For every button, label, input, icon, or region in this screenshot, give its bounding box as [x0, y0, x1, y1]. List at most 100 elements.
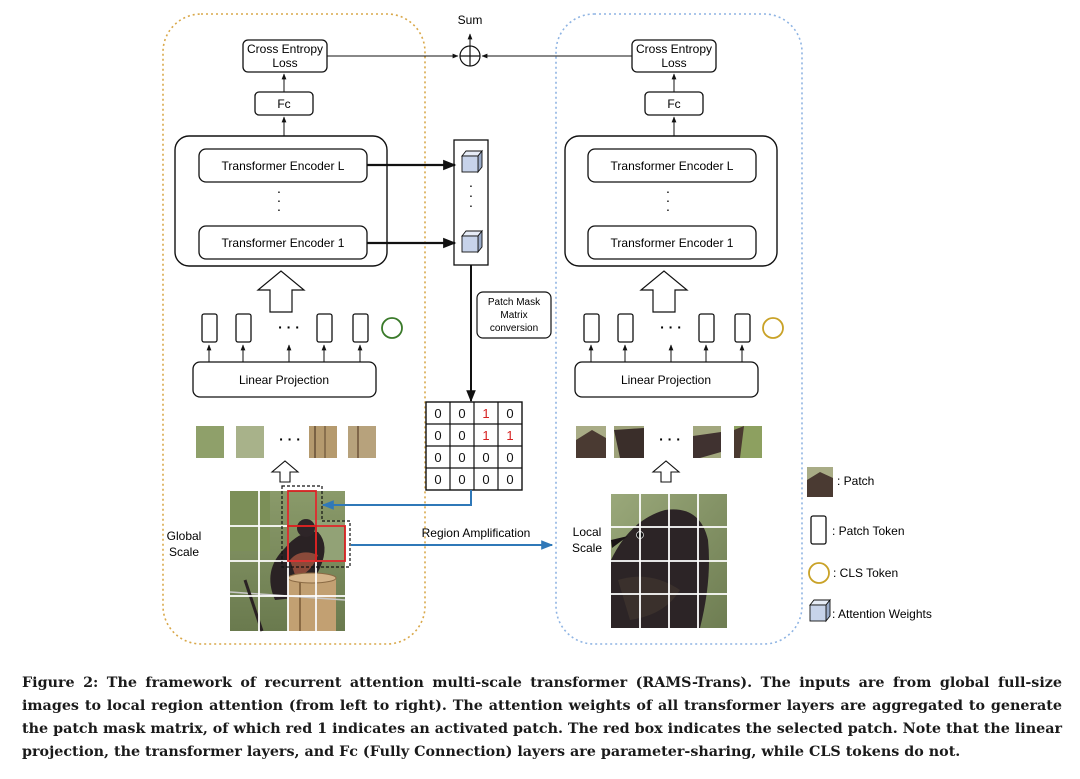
patch-token [316, 313, 333, 343]
local-encoder-1 [587, 225, 757, 260]
local-scale-label-1: Local [573, 525, 602, 539]
local-branch-frame [555, 13, 803, 645]
local-token-dots: · · · [660, 319, 682, 335]
mask-cell-value: 0 [506, 450, 513, 465]
svg-text:·: · [666, 192, 671, 208]
legend-patch-token-label: : Patch Token [832, 524, 905, 538]
global-image-up-arrow [270, 460, 300, 483]
patch-token [698, 313, 715, 343]
sum-label: Sum [458, 13, 483, 27]
svg-text:·: · [666, 201, 671, 217]
patch-token [734, 313, 751, 343]
patch-token [583, 313, 600, 343]
mask-cell-value: 0 [434, 406, 441, 421]
patch-thumbnail [309, 426, 337, 458]
global-patch-row [196, 426, 376, 458]
local-scale-label-2: Scale [572, 541, 602, 555]
patch-thumbnail [196, 426, 224, 458]
global-cls-token [381, 317, 403, 339]
legend-patch-label: : Patch [837, 474, 874, 488]
local-loss-line2: Loss [661, 56, 686, 70]
local-patch-row [576, 426, 762, 458]
local-projection-arrows [588, 344, 745, 362]
conversion-line3: conversion [490, 323, 538, 334]
mask-cell-value: 0 [458, 428, 465, 443]
mask-cell-value: 0 [482, 450, 489, 465]
local-loss-line1: Cross Entropy [636, 42, 712, 56]
local-image-grid [611, 494, 727, 628]
local-token-row [583, 313, 751, 343]
global-token-dots: · · · [278, 319, 300, 335]
framework-figure: Cross Entropy Loss Cross Entropy Loss Su… [162, 13, 932, 645]
mask-cell-value: 0 [482, 472, 489, 487]
mask-to-image-arrow [321, 490, 472, 510]
global-encoder-1-label: Transformer Encoder 1 [222, 236, 345, 250]
mask-cell-value: 1 [482, 428, 489, 443]
global-projection-arrows [206, 344, 363, 362]
conversion-line1: Patch Mask [488, 297, 541, 308]
local-linear-projection [574, 361, 759, 398]
local-hollow-up-arrow [639, 270, 689, 313]
patch-thumbnail [236, 426, 264, 458]
patch-thumbnail [348, 426, 376, 458]
local-cls-token [762, 317, 784, 339]
attention-cube-bottom-icon [461, 229, 483, 254]
mask-cell-value: 0 [506, 472, 513, 487]
local-fc-label: Fc [667, 97, 680, 111]
legend-cls-token-icon [808, 562, 830, 584]
sum-node-icon [459, 45, 481, 67]
attention-cube-top-icon [461, 149, 483, 174]
global-scale-label-1: Global [167, 529, 202, 543]
global-loss-line2: Loss [272, 56, 297, 70]
selected-patches-red-box [287, 490, 346, 562]
global-patch-dots: · · · [279, 431, 301, 447]
conversion-line2: Matrix [500, 310, 527, 321]
selected-region-dashed-box [281, 485, 351, 568]
mask-cell-value: 0 [506, 406, 513, 421]
local-encoder-vdots: · [666, 183, 671, 199]
region-amplification-label: Region Amplification [422, 526, 531, 540]
global-branch-frame [162, 13, 426, 645]
global-scale-label-2: Scale [169, 545, 199, 559]
mask-cell-value: 0 [458, 472, 465, 487]
local-encoder-1-label: Transformer Encoder 1 [611, 236, 734, 250]
mask-cell-value: 1 [506, 428, 513, 443]
patch-mask-conversion-box [476, 291, 552, 339]
mask-cell-value: 0 [434, 450, 441, 465]
patch-token [201, 313, 218, 343]
global-loss-box: Cross Entropy Loss [242, 39, 328, 73]
legend-attention-weights-label: : Attention Weights [832, 607, 932, 621]
mask-cell-value: 1 [482, 406, 489, 421]
patch-token [235, 313, 252, 343]
global-linear-projection [192, 361, 377, 398]
svg-text:·: · [277, 201, 282, 217]
local-loss-box: Cross Entropy Loss [631, 39, 717, 73]
legend: : Patch : Patch Token : CLS Token : Atte… [807, 467, 932, 623]
global-hollow-up-arrow [256, 270, 306, 313]
svg-text:·: · [469, 187, 474, 203]
local-image-up-arrow [651, 460, 681, 483]
figure-caption: Figure 2: The framework of recurrent att… [22, 675, 1063, 760]
global-encoder-l-label: Transformer Encoder L [222, 159, 345, 173]
svg-text:·: · [469, 197, 474, 213]
patch-token [352, 313, 369, 343]
local-patch-dots: · · · [659, 431, 681, 447]
legend-patch-token-icon [810, 515, 827, 545]
mask-cell-value: 0 [434, 472, 441, 487]
legend-attention-cube-icon [809, 598, 831, 623]
global-loss-line1: Cross Entropy [247, 42, 323, 56]
svg-text:·: · [277, 192, 282, 208]
global-fc-label: Fc [277, 97, 290, 111]
attention-vdots: · [469, 177, 474, 193]
local-encoder-l [587, 148, 757, 183]
local-linear-projection-label: Linear Projection [621, 373, 711, 387]
mask-cell-value: 0 [458, 406, 465, 421]
global-token-row [201, 313, 369, 343]
patch-token [617, 313, 634, 343]
legend-cls-token-label: : CLS Token [833, 566, 898, 580]
global-linear-projection-label: Linear Projection [239, 373, 329, 387]
legend-patch-swatch [807, 467, 833, 497]
local-encoder-l-label: Transformer Encoder L [611, 159, 734, 173]
mask-cell-value: 0 [458, 450, 465, 465]
